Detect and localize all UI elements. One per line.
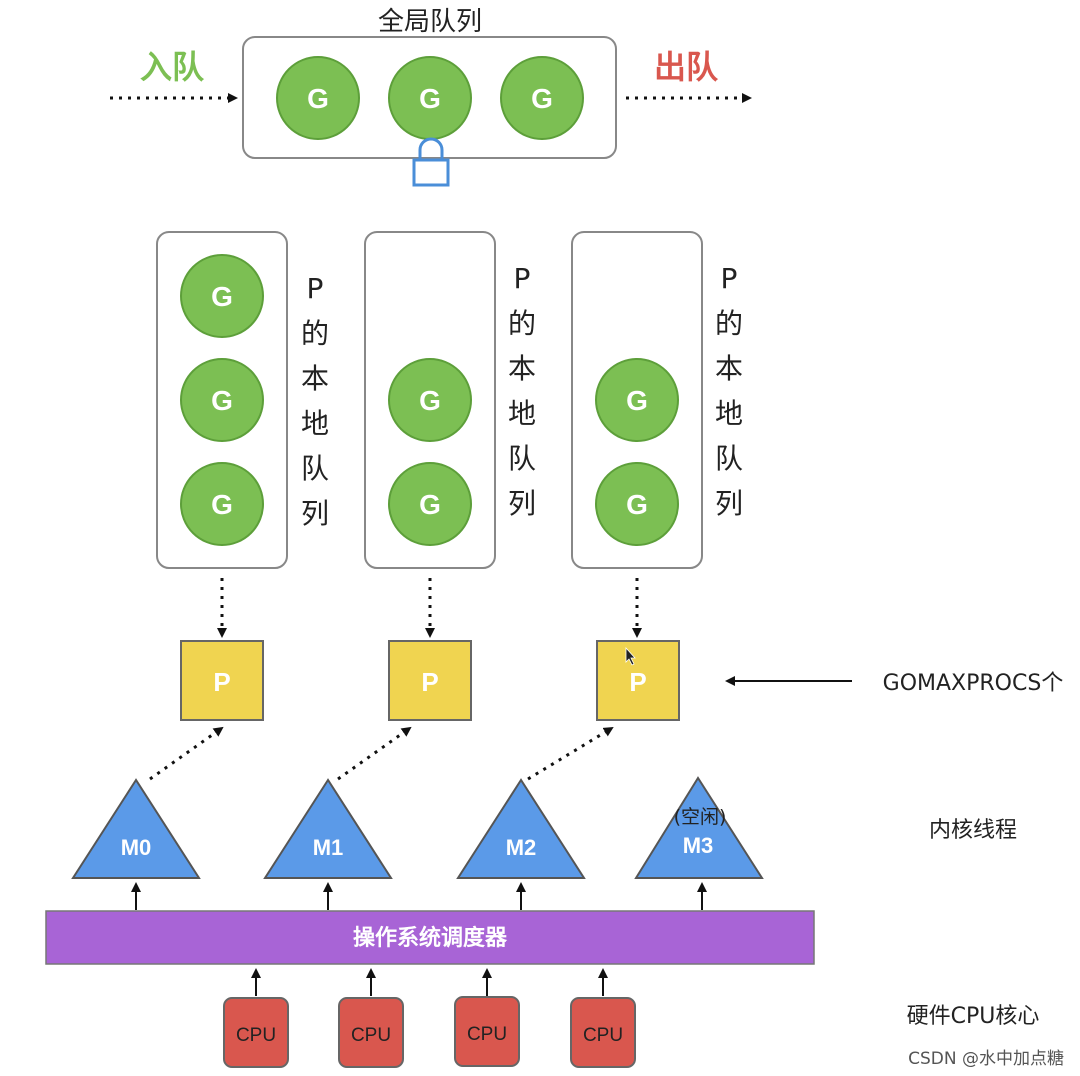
processor: P	[388, 640, 472, 721]
svg-text:P: P	[213, 667, 230, 697]
idle-note: (空闲)	[674, 806, 727, 828]
svg-text:地: 地	[508, 397, 536, 430]
os-scheduler-bar: 操作系统调度器	[45, 910, 815, 965]
svg-text:M0: M0	[121, 835, 152, 860]
kernel-threads-label: 内核线程	[929, 818, 1017, 843]
svg-text:列: 列	[508, 487, 536, 520]
svg-text:地: 地	[715, 397, 743, 430]
local-goroutine: G	[388, 358, 472, 442]
local-queue-label: P 的 本 地 队 列	[301, 272, 329, 530]
svg-text:本: 本	[508, 352, 536, 385]
local-goroutine: G	[180, 254, 264, 338]
local-goroutine: G	[180, 358, 264, 442]
svg-text:列: 列	[301, 497, 329, 530]
global-goroutine: G	[388, 56, 472, 140]
svg-text:G: G	[211, 281, 233, 312]
svg-text:地: 地	[301, 407, 329, 440]
m-to-p-arrow	[337, 726, 412, 781]
svg-text:的: 的	[715, 307, 743, 340]
svg-text:队: 队	[508, 442, 536, 475]
svg-text:P: P	[421, 667, 438, 697]
svg-text:G: G	[419, 489, 441, 520]
local-queue: G G P 的 本 地 队 列	[364, 231, 536, 569]
svg-text:队: 队	[301, 452, 329, 485]
svg-text:G: G	[419, 83, 441, 114]
global-queue-goroutines: G G G	[276, 56, 584, 140]
kernel-thread-idle: (空闲) M3	[634, 776, 764, 879]
svg-text:G: G	[531, 83, 553, 114]
m-to-p-arrow	[527, 726, 614, 781]
svg-text:操作系统调度器: 操作系统调度器	[353, 925, 508, 950]
gomaxprocs-label: GOMAXPROCS个	[883, 671, 1064, 696]
svg-text:M3: M3	[683, 833, 714, 858]
m-to-p-arrow	[149, 726, 224, 781]
local-goroutine: G	[180, 462, 264, 546]
svg-text:本: 本	[301, 362, 329, 395]
cpu-core: CPU	[570, 997, 636, 1068]
svg-text:M1: M1	[313, 835, 344, 860]
kernel-thread: M2	[456, 778, 586, 879]
svg-text:CPU: CPU	[351, 1025, 391, 1046]
local-queue-label: P 的 本 地 队 列	[508, 262, 536, 520]
local-goroutine: G	[388, 462, 472, 546]
local-goroutine: G	[595, 358, 679, 442]
watermark: CSDN @水中加点糖	[908, 1049, 1064, 1069]
processor: P	[180, 640, 264, 721]
svg-text:列: 列	[715, 487, 743, 520]
cpu-core: CPU	[338, 997, 404, 1068]
svg-text:P: P	[629, 667, 646, 697]
global-goroutine: G	[500, 56, 584, 140]
svg-text:G: G	[211, 385, 233, 416]
svg-text:的: 的	[301, 317, 329, 350]
local-queue: G G P 的 本 地 队 列	[571, 231, 743, 569]
svg-text:P: P	[514, 262, 531, 295]
svg-text:队: 队	[715, 442, 743, 475]
dequeue-label: 出队	[654, 48, 719, 86]
svg-text:G: G	[626, 489, 648, 520]
cpu-core: CPU	[454, 996, 520, 1067]
lock-icon	[412, 137, 450, 187]
svg-text:CPU: CPU	[236, 1025, 276, 1046]
local-queue: G G G P 的 本 地 队 列	[156, 231, 329, 569]
svg-text:本: 本	[715, 352, 743, 385]
kernel-thread: M0	[71, 778, 201, 879]
global-goroutine: G	[276, 56, 360, 140]
svg-text:的: 的	[508, 307, 536, 340]
global-queue-title: 全局队列	[378, 7, 482, 37]
svg-text:G: G	[626, 385, 648, 416]
local-queue-label: P 的 本 地 队 列	[715, 262, 743, 520]
kernel-thread: M1	[263, 778, 393, 879]
svg-text:M2: M2	[506, 835, 537, 860]
svg-text:G: G	[211, 489, 233, 520]
svg-text:P: P	[721, 262, 738, 295]
svg-text:P: P	[307, 272, 324, 305]
enqueue-label: 入队	[140, 48, 205, 86]
svg-text:CPU: CPU	[467, 1024, 507, 1045]
processor: P	[596, 640, 680, 721]
hardware-label: 硬件CPU核心	[907, 1004, 1040, 1029]
svg-text:G: G	[307, 83, 329, 114]
local-goroutine: G	[595, 462, 679, 546]
mouse-cursor-icon	[625, 646, 636, 666]
svg-text:G: G	[419, 385, 441, 416]
cpu-core: CPU	[223, 997, 289, 1068]
svg-text:CPU: CPU	[583, 1025, 623, 1046]
